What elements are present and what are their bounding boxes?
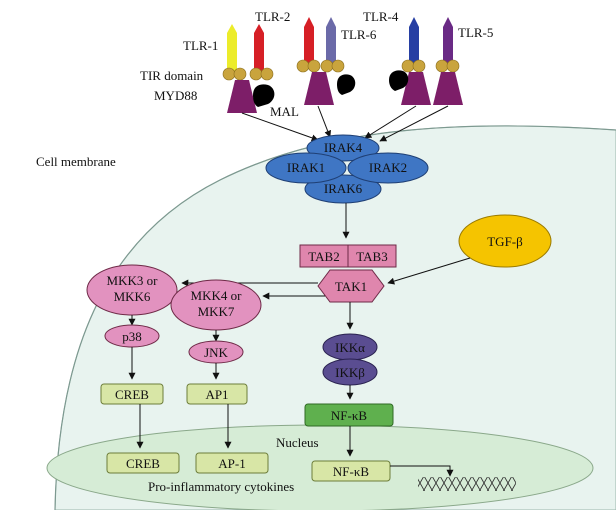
nfkb-nuc-node: NF-κB [311, 460, 391, 482]
creb-cyto-label: CREB [115, 387, 149, 402]
tlr6-receptor [326, 17, 336, 63]
myd88-label: MYD88 [154, 88, 197, 103]
tir-domain-label: TIR domain [140, 68, 204, 83]
ap1-cyto-node: AP1 [186, 383, 248, 405]
tlr5-receptor [443, 17, 453, 63]
jnk-label: JNK [204, 345, 228, 360]
nfkb-cyto-node: NF-κB [304, 403, 394, 427]
cell-membrane-line [54, 125, 616, 510]
ikka-label: IKKα [335, 340, 365, 355]
tab2-label: TAB2 [308, 249, 339, 264]
tgf-beta-label: TGF-β [487, 234, 523, 249]
tlr6-label: TLR-6 [341, 27, 377, 42]
mal-adapters [253, 70, 409, 107]
mkk3-node: MKK3 or MKK6 [86, 264, 178, 316]
ap1-cyto-label: AP1 [205, 387, 228, 402]
tab3-label: TAB3 [356, 249, 387, 264]
nfkb-to-dna-arrow [390, 465, 454, 477]
tab-complex: TAB2 TAB3 [299, 244, 397, 268]
mkk4-node: MKK4 or MKK7 [170, 279, 262, 331]
mkk4-label-line1: MKK4 or [191, 288, 243, 303]
p38-label: p38 [122, 329, 142, 344]
ap1-nuc-node: AP-1 [195, 452, 269, 474]
receptor-to-irak-arrows [241, 105, 449, 142]
nfkb-cyto-label: NF-κB [331, 408, 367, 423]
tlr2b-receptor [304, 17, 314, 63]
myd88-adapters [227, 72, 463, 113]
pro-inflammatory-label: Pro-inflammatory cytokines [148, 479, 294, 494]
irak6-label: IRAK6 [324, 181, 363, 196]
dna-helix [418, 477, 516, 491]
irak2-node [347, 152, 429, 184]
jnk-node: JNK [188, 340, 244, 364]
irak2-label: IRAK2 [369, 160, 407, 175]
nfkb-nuc-label: NF-κB [333, 464, 369, 479]
tak1-node: TAK1 [317, 269, 385, 303]
p38-node: p38 [104, 324, 160, 348]
mkk3-label-line2: MKK6 [114, 289, 151, 304]
ikkb-label: IKKβ [335, 365, 365, 380]
tir-domains [222, 59, 460, 81]
irak4-label: IRAK4 [324, 140, 363, 155]
creb-nuc-node: CREB [106, 452, 180, 474]
irak1-label: IRAK1 [287, 160, 325, 175]
irak-complex: IRAK4 IRAK1 IRAK2 IRAK6 [265, 134, 429, 204]
tgf-beta-node: TGF-β [458, 214, 552, 268]
ikk-complex: IKKα IKKβ [322, 333, 378, 386]
tlr1-receptor [227, 24, 237, 71]
mal-label: MAL [270, 104, 299, 119]
creb-cyto-node: CREB [100, 383, 164, 405]
irak6-node [304, 174, 382, 204]
tlr4-receptor [409, 17, 419, 63]
tgf-to-tak1-arrow [387, 257, 471, 285]
mkk3-label-line1: MKK3 or [107, 273, 159, 288]
mkk4-label-line2: MKK7 [198, 304, 235, 319]
creb-nuc-label: CREB [126, 456, 160, 471]
tlr1-label: TLR-1 [183, 38, 218, 53]
nucleus-label: Nucleus [276, 435, 319, 450]
tlr4-label: TLR-4 [363, 9, 399, 24]
tlr2-label: TLR-2 [255, 9, 290, 24]
tlr5-label: TLR-5 [458, 25, 493, 40]
ap1-nuc-label: AP-1 [218, 456, 245, 471]
irak1-node [265, 152, 347, 184]
tak1-label: TAK1 [335, 279, 367, 294]
tlr2-receptor [254, 24, 264, 71]
cell-membrane-label: Cell membrane [36, 154, 116, 169]
